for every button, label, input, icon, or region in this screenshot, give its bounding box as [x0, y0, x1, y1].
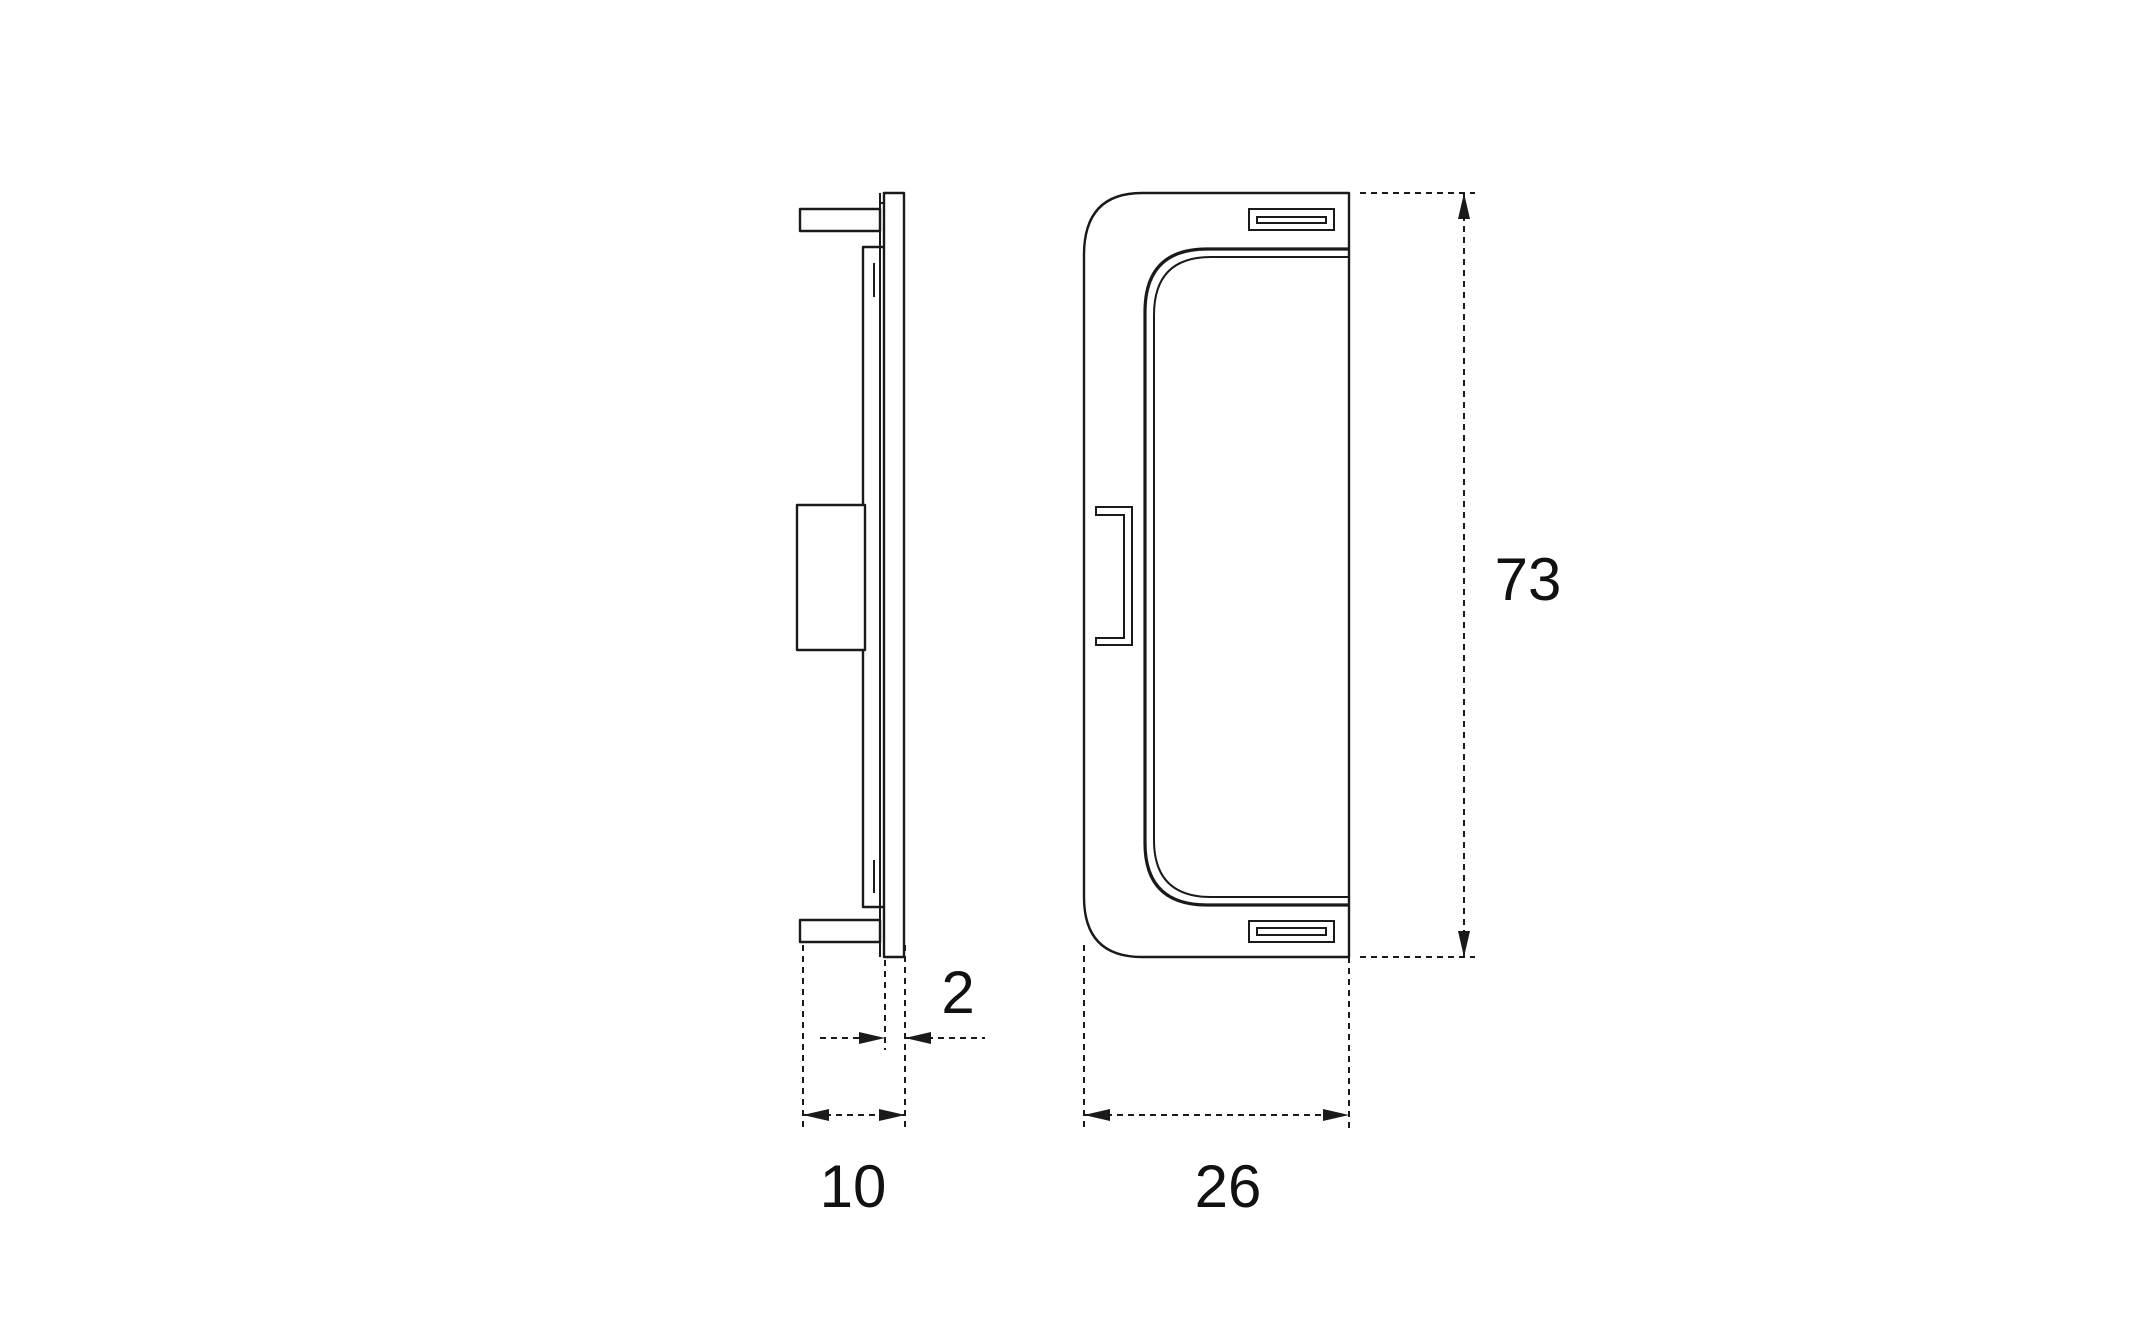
front-view-bottom-slot: [1248, 920, 1335, 943]
arrowhead: [1458, 193, 1470, 219]
arrowhead: [1458, 931, 1470, 957]
arrowhead: [859, 1032, 885, 1044]
front-view-channel-outer: [1143, 247, 1349, 907]
dimension-plate-thickness: 2: [820, 959, 985, 1050]
arrowhead: [1323, 1109, 1349, 1121]
arrowhead: [1084, 1109, 1110, 1121]
front-view-top-slot: [1248, 208, 1335, 231]
side-view-center-block: [795, 503, 867, 652]
arrowhead: [879, 1109, 905, 1121]
front-view-left-clip: [1095, 506, 1133, 646]
side-view-top-pin: [798, 207, 882, 233]
dimension-height: 73: [1360, 192, 1562, 958]
arrowhead: [803, 1109, 829, 1121]
dimension-label-height: 73: [1495, 546, 1562, 613]
front-view: [1082, 191, 1351, 959]
dimension-width: 26: [1083, 945, 1350, 1220]
front-view-channel-inner: [1153, 256, 1349, 898]
side-view: [795, 191, 906, 959]
dimension-label-width: 26: [1195, 1153, 1262, 1220]
dimension-label-plate: 2: [941, 959, 974, 1026]
side-view-bottom-pin: [798, 918, 882, 944]
arrowhead: [905, 1032, 931, 1044]
side-view-front-plate: [882, 191, 906, 959]
front-view-outline: [1082, 191, 1351, 959]
dimension-label-thickness: 10: [820, 1153, 887, 1220]
dimension-thickness-total: 10: [802, 945, 906, 1220]
